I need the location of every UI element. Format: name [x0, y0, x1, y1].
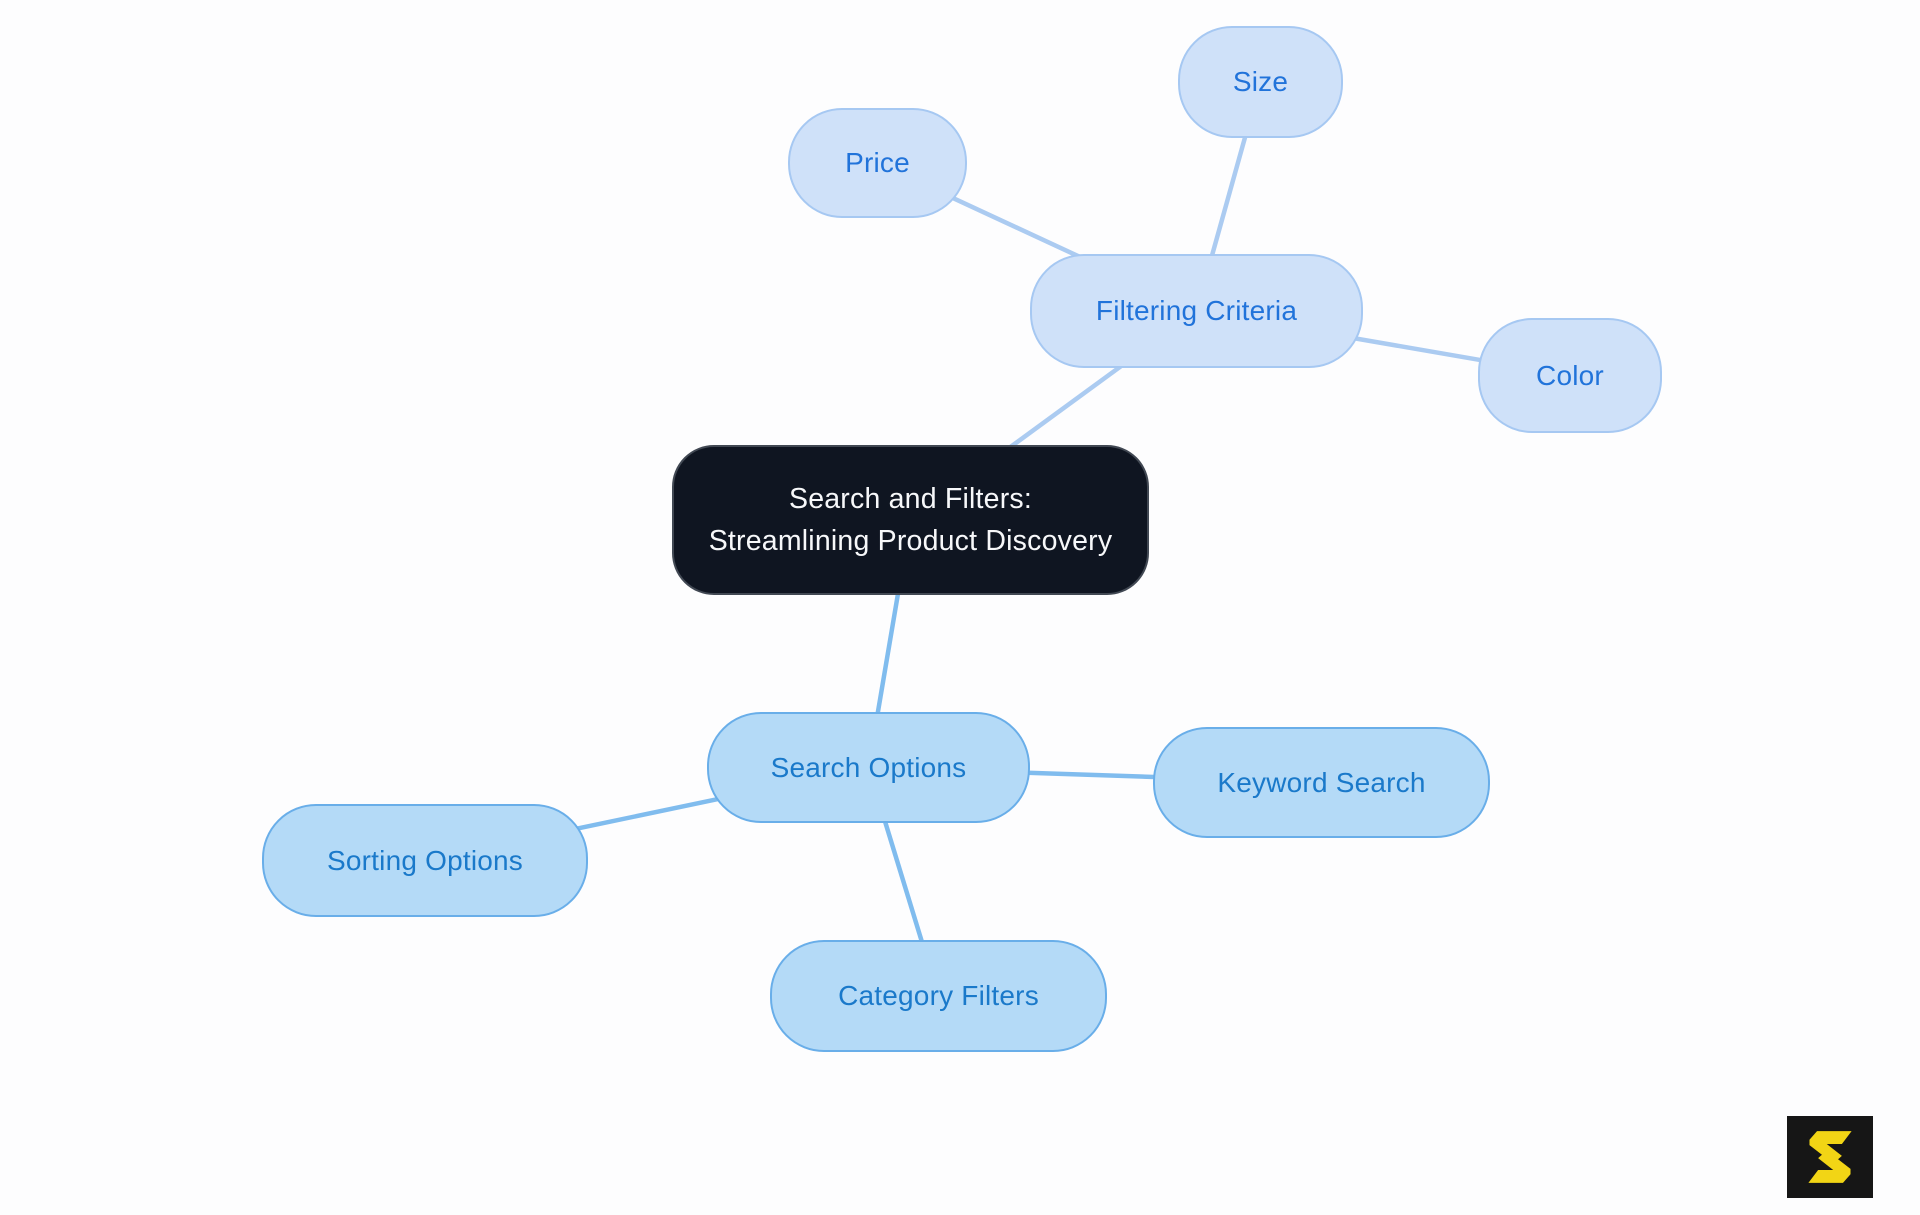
node-keyword-search[interactable]: Keyword Search: [1153, 727, 1490, 838]
node-label: Size: [1232, 66, 1289, 97]
node-price[interactable]: Price: [788, 108, 967, 218]
node-label: Color: [1536, 359, 1604, 391]
node-size[interactable]: Size: [1178, 26, 1343, 138]
node-label: Keyword Search: [1217, 766, 1426, 798]
node-search-options[interactable]: Search Options: [707, 712, 1030, 823]
node-label: Price: [845, 147, 910, 178]
node-label: Search Options: [770, 751, 967, 783]
central-label-line2: Streamlining Product Discovery: [708, 525, 1113, 557]
node-label: Filtering Criteria: [1095, 295, 1298, 326]
watermark-logo: [1787, 1116, 1873, 1198]
logo-s-icon: [1808, 1131, 1852, 1183]
node-filtering-criteria[interactable]: Filtering Criteria: [1030, 254, 1363, 368]
central-label-line1: Search and Filters:: [789, 483, 1032, 515]
node-label: Sorting Options: [327, 844, 523, 876]
node-label: Category Filters: [838, 980, 1039, 1011]
node-central[interactable]: Search and Filters: Streamlining Product…: [672, 445, 1149, 595]
node-color[interactable]: Color: [1478, 318, 1662, 433]
node-sorting-options[interactable]: Sorting Options: [262, 804, 588, 917]
node-category-filters[interactable]: Category Filters: [770, 940, 1107, 1052]
